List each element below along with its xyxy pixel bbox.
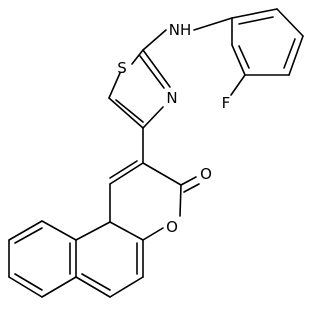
atom-label-nh: NH — [169, 21, 192, 39]
atom-label-f: F — [222, 94, 231, 112]
atom-label-s: S — [117, 59, 127, 77]
bond-c-f — [230, 74, 246, 96]
bond — [231, 44, 246, 76]
bond — [109, 162, 144, 185]
fluorophenyl-ring — [230, 8, 304, 96]
atom-label-n: N — [166, 89, 177, 107]
double-bond-inner — [109, 160, 138, 179]
bond — [179, 184, 182, 217]
bond — [75, 221, 111, 241]
double-bond-inner — [115, 99, 144, 123]
bond — [108, 97, 144, 129]
atom-label-o-ring: O — [166, 218, 178, 236]
double-bond-inner — [139, 55, 165, 89]
bond — [142, 29, 167, 51]
bond — [8, 276, 43, 298]
pyranone-ring — [109, 160, 200, 241]
double-bond-inner — [238, 16, 274, 25]
bond — [8, 220, 43, 241]
bond — [75, 276, 111, 298]
bond — [142, 49, 171, 88]
bond — [142, 162, 182, 186]
bond — [276, 8, 304, 37]
bond — [288, 35, 304, 76]
bond — [41, 220, 77, 241]
bond — [131, 49, 144, 65]
bond — [142, 227, 164, 241]
bond-carbonyl — [183, 183, 200, 193]
bond — [109, 221, 144, 241]
bond — [231, 8, 278, 19]
bond-carbonyl — [180, 176, 197, 186]
double-bond-inner — [283, 38, 296, 69]
molecule-structure-diagram: NH S N F O O — [8, 8, 304, 298]
bond — [109, 276, 144, 298]
bond — [108, 72, 121, 99]
bond — [41, 276, 77, 298]
double-bond-inner — [81, 273, 111, 291]
naphthalene-system — [8, 220, 144, 298]
bond — [142, 106, 164, 129]
double-bond-inner — [238, 45, 250, 69]
double-bond-inner — [14, 227, 43, 244]
thiazole-ring — [108, 49, 171, 129]
nh-linker — [142, 17, 233, 51]
double-bond-inner — [14, 273, 43, 291]
bond — [193, 17, 233, 31]
atom-label-o-carbonyl: O — [200, 165, 212, 183]
